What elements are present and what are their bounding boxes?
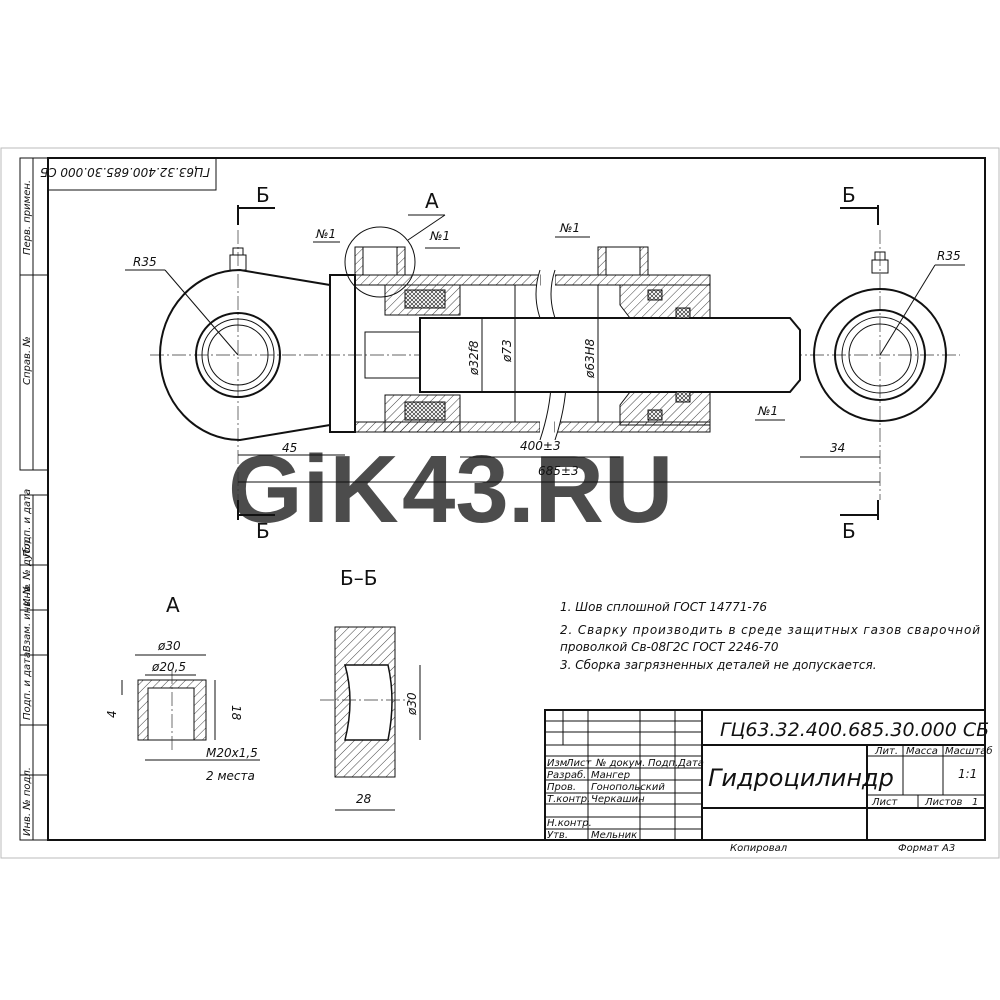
section-mark: Б: [842, 519, 856, 543]
note: проволкой Св-08Г2С ГОСТ 2246-70: [560, 640, 779, 654]
section-mark: Б: [256, 183, 270, 207]
dim-bore-dia: ø63H8: [583, 338, 597, 379]
detail-a-mark: А: [425, 189, 439, 213]
dim-outer-dia: ø30: [157, 639, 181, 653]
dim-length: 685±3: [538, 464, 579, 478]
signer: Мельник: [591, 830, 637, 841]
side-stamp: Перв. примен. Справ. № Подп. и дата Инв.…: [19, 157, 49, 841]
watermark-accent: 43: [402, 436, 509, 543]
cylinder-main-view: ø32f8 ø73 ø63H8 45 400±3 685±3 34 R35 R3…: [125, 183, 965, 543]
weld-mark: №1: [315, 227, 336, 241]
dim-dia: ø30: [405, 692, 419, 716]
note: 1. Шов сплошной ГОСТ 14771-76: [560, 600, 767, 614]
format-label: Формат: [898, 843, 940, 854]
note: 3. Сборка загрязненных деталей не допуск…: [560, 658, 877, 672]
sheet-label: Лист: [871, 797, 899, 808]
format-value: А3: [941, 843, 955, 854]
role: Т.контр.: [547, 794, 590, 805]
lit-label: Лит.: [874, 746, 898, 757]
right-eye: [813, 288, 947, 422]
col-header: Дата: [677, 758, 704, 769]
stamp-label: Подп. и дата: [22, 489, 33, 557]
stamp-label: Справ. №: [22, 336, 33, 385]
stamp-label: Перв. примен.: [22, 180, 33, 255]
rotated-designation: ГЦ63.32.400.685.30.000 СБ: [40, 165, 210, 179]
detail-a-view: А ø30 ø20,5 4 18 М20х1,5 2 места: [105, 593, 260, 783]
technical-notes: 1. Шов сплошной ГОСТ 14771-76 2. Сварку …: [560, 600, 980, 672]
drawing-title: Гидроцилиндр: [708, 764, 894, 792]
dim-piston-dia: ø73: [500, 339, 514, 363]
dim-right-offset: 34: [830, 441, 845, 455]
watermark-text: GiK: [228, 436, 399, 543]
stamp-label: Инв. № дубл.: [21, 538, 33, 606]
dim-rod-dia: ø32f8: [467, 340, 481, 376]
role: Утв.: [547, 830, 568, 841]
stamp-label: Взам. инв. №: [22, 584, 33, 652]
signer: Гонопольский: [591, 782, 665, 793]
detail-a-title: А: [166, 593, 180, 617]
role: Разраб.: [547, 769, 586, 781]
scale-label: Масштаб: [945, 745, 993, 757]
title-block: Изм Лист № докум. Подп. Дата Разраб. Манг…: [544, 709, 993, 854]
signer: Черкашин: [591, 794, 645, 805]
stamp-label: Инв. № подл.: [22, 767, 33, 836]
stamp-label: Подп. и дата: [22, 652, 33, 720]
dim-stroke: 400±3: [520, 439, 561, 453]
weld-mark: №1: [429, 229, 450, 243]
section-bb-view: Б–Б ø30 28: [320, 566, 421, 811]
dim-width: 28: [356, 792, 372, 806]
mass-label: Масса: [906, 746, 938, 757]
page-border: [0, 147, 1000, 859]
sheets-value: 1: [972, 797, 978, 808]
col-header: № докум.: [595, 758, 645, 769]
section-mark: Б: [842, 183, 856, 207]
dim-left-offset: 45: [282, 441, 297, 455]
left-eye: [159, 268, 331, 442]
copied-label: Копировал: [730, 843, 788, 854]
radius-left-label: R35: [133, 255, 157, 269]
radius-right-label: R35: [937, 249, 961, 263]
dim-chamfer: 4: [105, 710, 119, 718]
watermark-text: .RU: [508, 436, 673, 543]
note: 2. Сварку производить в среде защитных г…: [560, 623, 980, 637]
section-mark: Б: [256, 519, 270, 543]
role: Пров.: [547, 782, 576, 793]
qty-label: 2 места: [206, 769, 255, 783]
sheets-label: Листов: [924, 797, 962, 808]
scale-value: 1:1: [958, 767, 977, 781]
col-header: Подп.: [648, 758, 678, 769]
signer: Мангер: [591, 770, 630, 781]
watermark: GiK 43 .RU: [228, 436, 673, 543]
weld-mark: №1: [559, 221, 580, 235]
thread-label: М20х1,5: [206, 746, 258, 760]
section-bb-title: Б–Б: [340, 566, 377, 590]
rotated-code-box: [47, 157, 217, 191]
col-header: Изм: [547, 758, 568, 769]
weld-mark: №1: [757, 404, 778, 418]
dim-inner-dia: ø20,5: [151, 660, 186, 674]
dim-height: 18: [229, 705, 243, 721]
role: Н.контр.: [547, 818, 592, 829]
col-header: Лист: [565, 758, 593, 769]
designation: ГЦ63.32.400.685.30.000 СБ: [720, 719, 989, 741]
